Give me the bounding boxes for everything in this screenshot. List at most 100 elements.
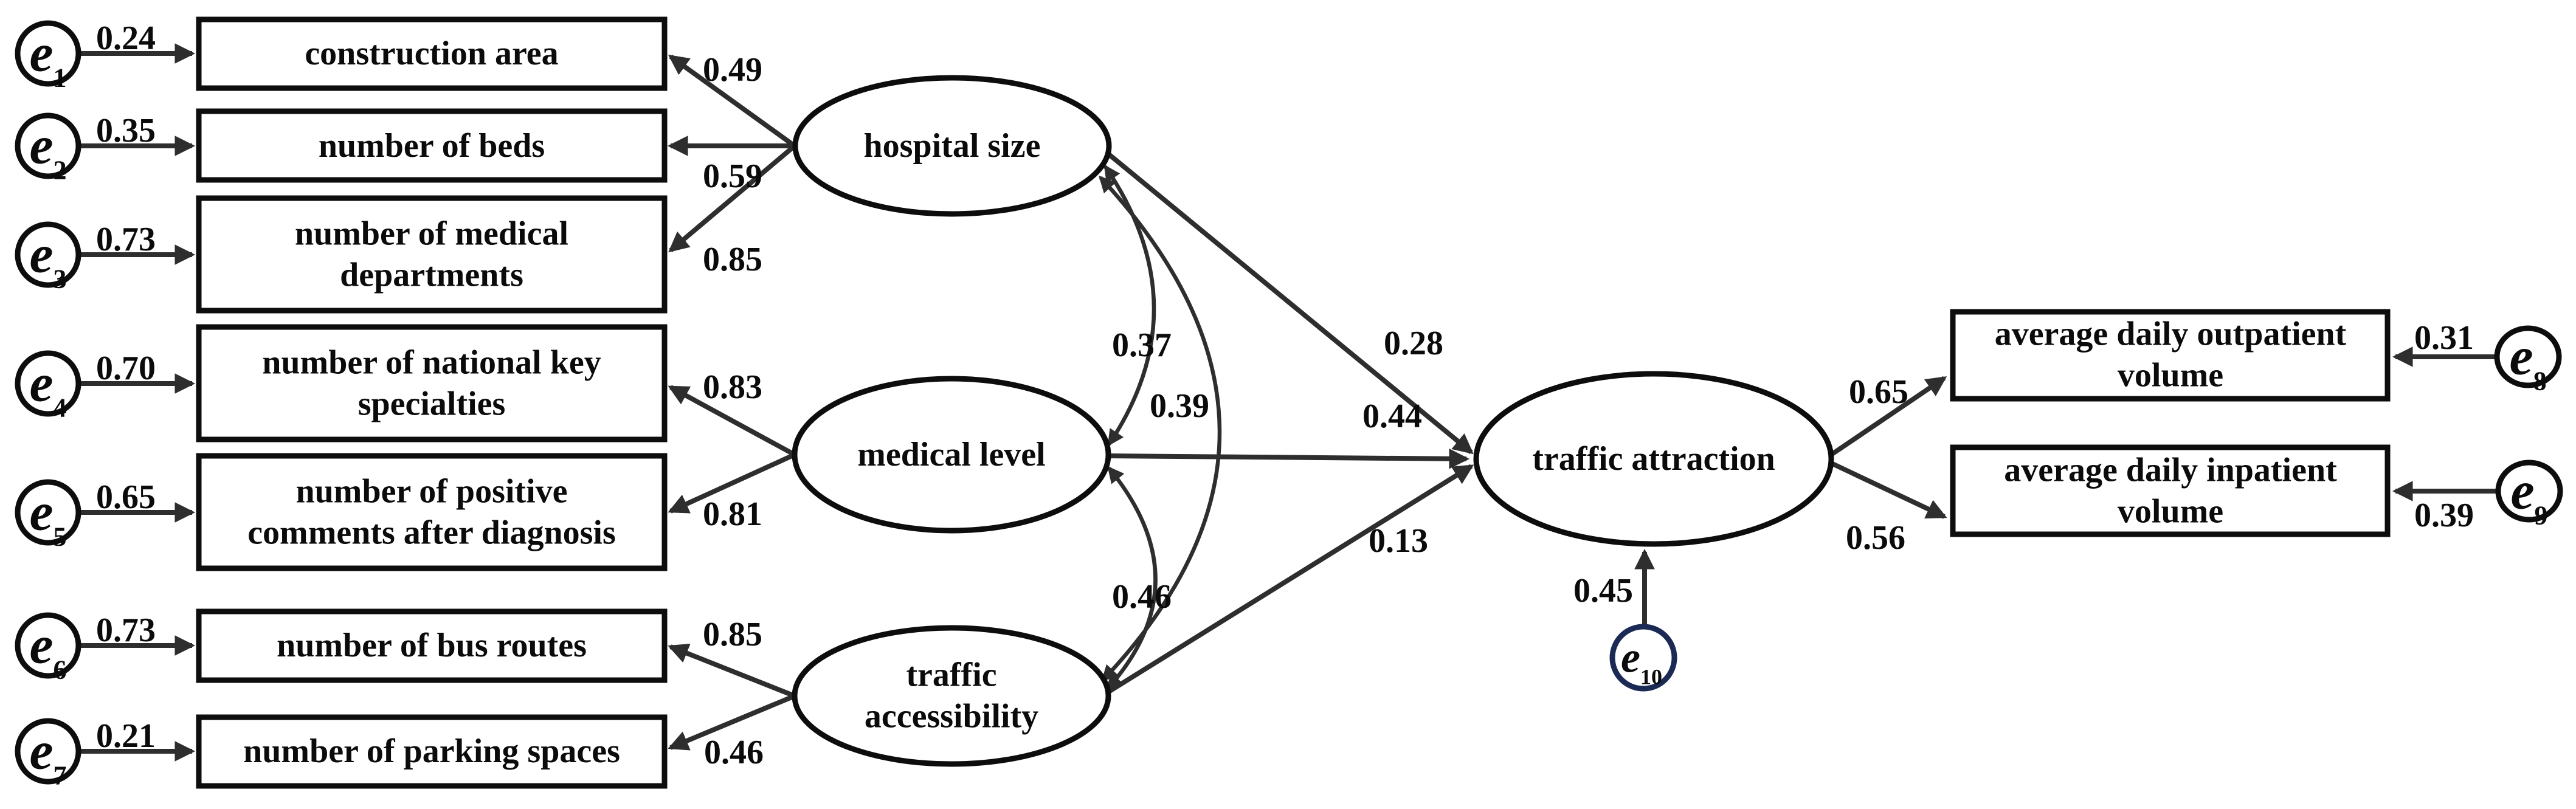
e9-symbol: e [2510, 461, 2535, 521]
error-label-e8: e8 [2509, 326, 2546, 396]
e6-symbol: e [29, 616, 54, 675]
e8-subscript: 8 [2533, 366, 2547, 396]
arrow-medical-level-national-key-specialties [668, 385, 796, 457]
error-circle-e1 [15, 20, 81, 87]
latent-label-traffic-attraction: traffic attraction [1532, 439, 1775, 478]
e4-subscript: 4 [53, 393, 67, 423]
error-circle-e3 [15, 221, 81, 288]
value-e3-variance: 0.73 [96, 220, 156, 258]
indicator-label-inpatient-volume: average daily inpatient volume [2004, 451, 2337, 531]
error-label-e10: e10 [1621, 633, 1662, 689]
indicator-label-positive-comments: number of positive comments after diagno… [247, 472, 616, 552]
arrow-medical-level-positive-comments [668, 452, 796, 514]
latent-label-medical-level: medical level [857, 435, 1046, 473]
error-label-e3: e3 [29, 224, 66, 294]
indicator-box-inpatient-volume [1950, 444, 2391, 537]
error-circle-e2 [15, 112, 81, 179]
value-loading-outpatient-volume: 0.65 [1849, 373, 1908, 411]
latent-label-traffic-accessibility: traffic accessibility [864, 656, 1039, 735]
arrow-hospital-size-construction-area [668, 54, 796, 148]
error-circle-e6 [15, 612, 81, 679]
value-loading-parking-spaces: 0.46 [704, 733, 764, 771]
covariance-arc-hospital-size-traffic-accessibility [1099, 175, 1222, 682]
e7-subscript: 7 [53, 760, 67, 791]
arrow-hospital-size-traffic-attraction [1107, 152, 1474, 455]
indicator-label-bus-routes: number of bus routes [277, 626, 587, 664]
value-e8-variance: 0.31 [2414, 318, 2474, 357]
error-label-e9: e9 [2510, 461, 2547, 531]
error-label-e7: e7 [29, 721, 66, 791]
value-loading-positive-comments: 0.81 [703, 495, 762, 533]
arrow-medical-level-traffic-attraction [1108, 448, 1470, 469]
indicator-box-construction-area [196, 16, 668, 91]
indicator-box-parking-spaces [196, 714, 668, 789]
arrow-traffic-accessibility-bus-routes [668, 643, 796, 698]
latent-label-hospital-size: hospital size [863, 126, 1041, 165]
e9-subscript: 9 [2534, 500, 2548, 531]
covariance-arc-hospital-size-medical-level [1103, 164, 1156, 447]
error-circle-e7 [15, 718, 81, 785]
value-loading-bus-routes: 0.85 [703, 615, 762, 653]
value-cov-medical-level-traffic-accessibility: 0.46 [1112, 577, 1172, 616]
error-label-e5: e5 [29, 482, 66, 552]
value-e4-variance: 0.70 [96, 349, 156, 387]
value-loading-medical-departments: 0.85 [703, 240, 762, 278]
e4-symbol: e [29, 354, 54, 413]
error-circle-e5 [15, 479, 81, 546]
e5-symbol: e [29, 483, 54, 542]
e2-subscript: 2 [53, 155, 67, 185]
latent-ellipse-hospital-size [792, 75, 1112, 217]
value-e1-variance: 0.24 [96, 19, 156, 57]
indicator-box-positive-comments [196, 453, 668, 571]
e3-subscript: 3 [53, 264, 67, 294]
value-path-traffic-accessibility: 0.13 [1369, 522, 1428, 560]
indicator-box-outpatient-volume [1950, 309, 2391, 402]
arrow-traffic-accessibility-parking-spaces [668, 694, 796, 751]
e2-symbol: e [29, 116, 54, 176]
arrow-hospital-size-medical-departments [668, 143, 796, 253]
arrow-traffic-accessibility-traffic-attraction [1106, 464, 1474, 695]
e10-subscript: 10 [1640, 664, 1662, 689]
latent-ellipse-traffic-accessibility [792, 625, 1111, 767]
value-e6-variance: 0.73 [96, 611, 156, 649]
value-e5-variance: 0.65 [96, 478, 156, 516]
latent-ellipse-medical-level [792, 376, 1111, 534]
value-loading-number-of-beds: 0.59 [703, 157, 762, 195]
error-circle-e8 [2494, 325, 2562, 388]
e8-symbol: e [2509, 327, 2533, 387]
error-label-e6: e6 [29, 615, 66, 685]
value-cov-hospital-size-medical-level: 0.37 [1112, 326, 1172, 364]
e7-symbol: e [29, 721, 54, 781]
value-loading-national-key-specialties: 0.83 [703, 368, 762, 406]
error-circle-e10 [1609, 624, 1677, 692]
value-path-hospital-size: 0.28 [1384, 324, 1443, 362]
e1-symbol: e [29, 24, 54, 83]
value-e10-disturbance: 0.45 [1573, 571, 1633, 610]
arrow-traffic-attraction-inpatient-volume [1830, 461, 1947, 519]
e3-symbol: e [29, 225, 54, 284]
indicator-label-national-key-specialties: number of national key specialties [262, 343, 601, 423]
e6-subscript: 6 [53, 655, 67, 685]
latent-ellipse-traffic-attraction [1473, 371, 1834, 547]
indicator-label-construction-area: construction area [305, 34, 559, 72]
value-e2-variance: 0.35 [96, 111, 156, 150]
error-label-e2: e2 [29, 115, 66, 185]
indicator-box-bus-routes [196, 608, 668, 683]
value-path-medical-level: 0.44 [1362, 397, 1422, 435]
value-cov-hospital-size-traffic-accessibility: 0.39 [1150, 387, 1209, 425]
error-circle-e9 [2495, 460, 2563, 523]
indicator-label-medical-departments: number of medical departments [294, 215, 569, 294]
e5-subscript: 5 [53, 522, 67, 552]
indicator-label-parking-spaces: number of parking spaces [243, 732, 620, 770]
value-loading-construction-area: 0.49 [703, 50, 762, 89]
value-e7-variance: 0.21 [96, 717, 156, 755]
value-loading-inpatient-volume: 0.56 [1846, 518, 1905, 557]
indicator-box-medical-departments [196, 195, 668, 314]
indicator-box-national-key-specialties [196, 324, 668, 442]
error-circle-e4 [15, 350, 81, 417]
indicator-box-number-of-beds [196, 108, 668, 183]
error-label-e4: e4 [29, 353, 66, 423]
arrow-traffic-attraction-outpatient-volume [1829, 376, 1947, 457]
